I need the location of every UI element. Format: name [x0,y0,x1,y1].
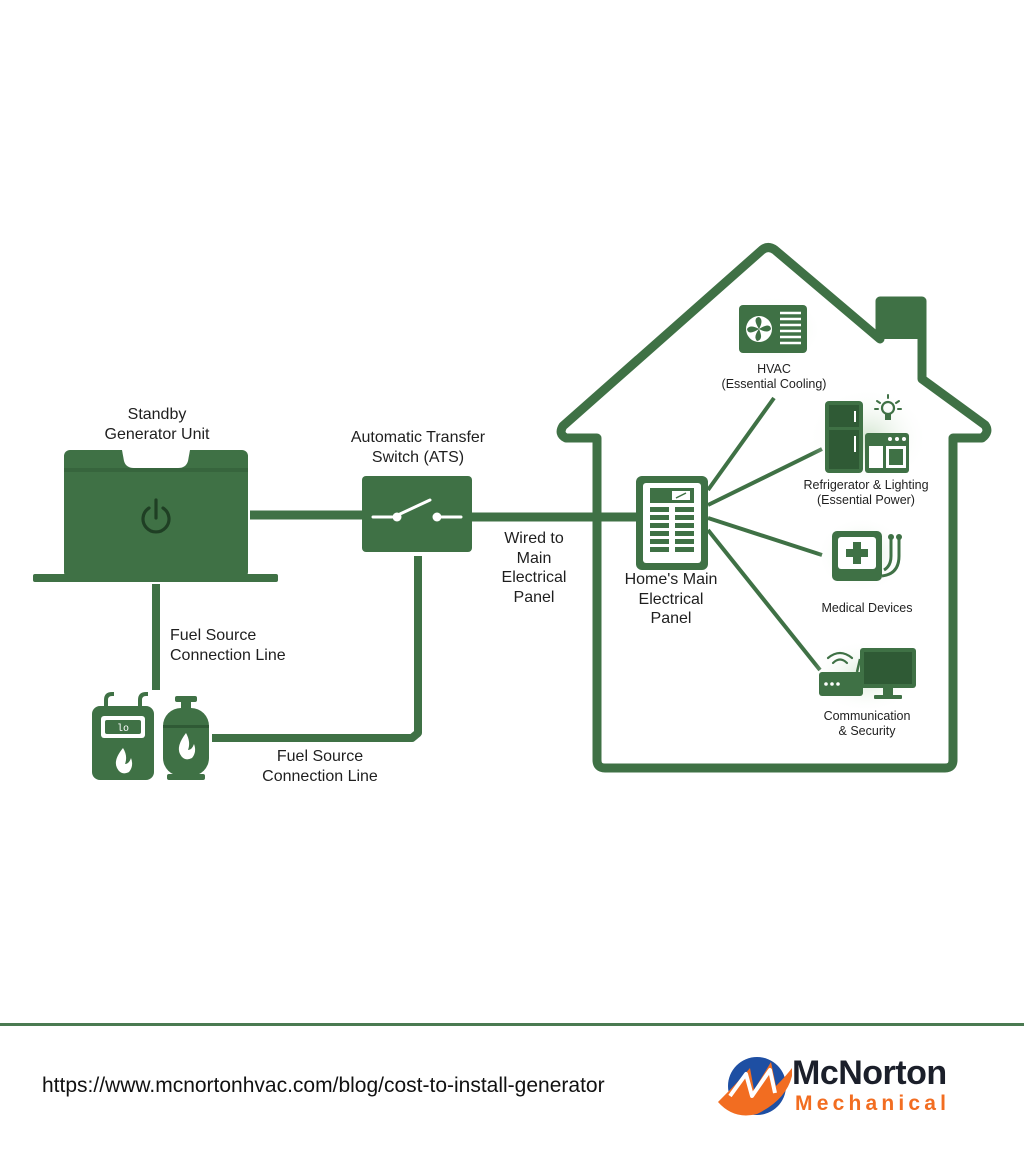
generator-unit [33,450,278,582]
gas-meter-icon: lo [92,692,154,780]
switch-icon [371,498,463,522]
medical-device-icon [817,517,907,593]
panel-to-comms-line [706,528,822,672]
load-label-hvac: HVAC(Essential Cooling) [721,362,827,392]
load-label-fridge: Refrigerator & Lighting(Essential Power) [803,478,929,508]
brand-name: McNorton [792,1054,947,1092]
load-label-comms: Communication& Security [823,709,911,739]
mcnorton-logo-icon [718,1057,792,1116]
panel-to-medical-line [707,516,823,557]
load-label-medical: Medical Devices [821,601,913,615]
svg-text:lo: lo [117,723,129,735]
refrigerator-lighting-icon [808,388,928,488]
house-outline [556,243,992,773]
footer-url[interactable]: https://www.mcnortonhvac.com/blog/cost-t… [42,1074,605,1097]
fuel-line-ats [212,556,422,742]
hvac-unit-icon [726,296,822,364]
connection-lines [152,396,823,742]
panel-to-hvac-line [706,396,776,492]
propane-tank-icon [163,696,209,780]
panel-to-fridge-line [707,447,823,507]
electrical-panel-icon [636,476,708,570]
power-icon [141,498,171,534]
brand-subtitle: Mechanical [795,1092,951,1115]
footer-divider [0,1023,1024,1026]
ats-box [362,476,472,552]
router-monitor-icon [811,640,921,712]
